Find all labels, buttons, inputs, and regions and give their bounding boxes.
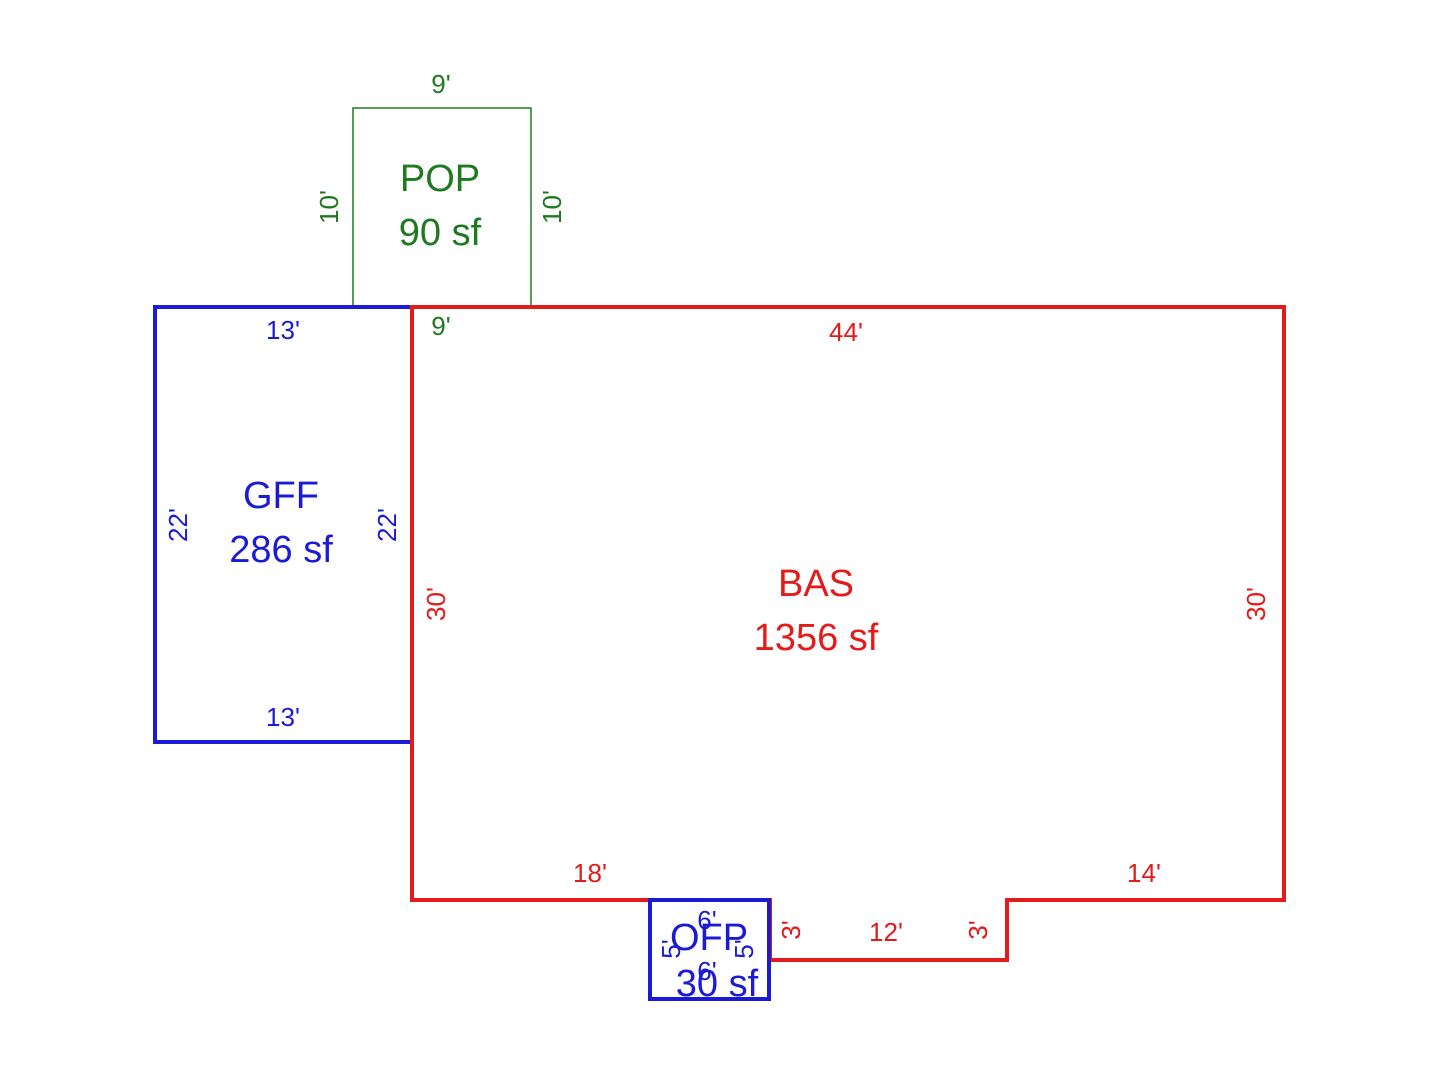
bas-dim-bottom-left: 18'	[573, 858, 607, 888]
gff-area: 13' 13' 22' 22' GFF 286 sf	[153, 305, 412, 744]
pop-dim-top: 9'	[431, 69, 450, 99]
gff-outline	[153, 305, 412, 744]
pop-area-value: 90 sf	[399, 212, 482, 254]
ofp-code: OFP	[670, 917, 748, 959]
gff-dim-top: 13'	[266, 315, 300, 345]
gff-dim-right: 22'	[372, 508, 402, 542]
ofp-dim-left: 5'	[656, 939, 686, 958]
bas-dim-notch-right: 3'	[963, 920, 993, 939]
bas-dim-top: 44'	[829, 317, 863, 347]
bas-area: 44' 30' 30' 18' 14' 12' 3' 3' BAS 1356 s…	[410, 305, 1286, 962]
bas-dim-bottom-right: 14'	[1127, 858, 1161, 888]
pop-outline	[352, 107, 532, 307]
bas-area-value: 1356 sf	[754, 617, 879, 659]
ofp-dim-right: 5'	[729, 939, 759, 958]
bas-dim-notch-bottom: 12'	[869, 917, 903, 947]
ofp-dim-top: 6'	[697, 905, 716, 935]
gff-dim-bottom: 13'	[266, 702, 300, 732]
bas-outline	[410, 305, 1286, 962]
bas-dim-left: 30'	[421, 587, 451, 621]
gff-area-value: 286 sf	[229, 529, 333, 571]
bas-code: BAS	[778, 563, 854, 605]
pop-dim-left: 10'	[314, 190, 344, 224]
ofp-area-value: 30 sf	[676, 963, 759, 1005]
ofp-outline	[648, 898, 771, 1001]
pop-code: POP	[400, 158, 480, 200]
bas-dim-notch-left: 3'	[776, 920, 806, 939]
gff-dim-left: 22'	[163, 508, 193, 542]
pop-dim-bottom: 9'	[431, 311, 450, 341]
ofp-dim-bottom: 6'	[697, 956, 716, 986]
pop-dim-right: 10'	[537, 190, 567, 224]
ofp-area: 6' 6' 5' 5' OFP 30 sf	[648, 898, 771, 1005]
gff-code: GFF	[243, 475, 319, 517]
bas-dim-right: 30'	[1241, 587, 1271, 621]
pop-area: 9' 9' 10' 10' POP 90 sf	[314, 69, 567, 341]
